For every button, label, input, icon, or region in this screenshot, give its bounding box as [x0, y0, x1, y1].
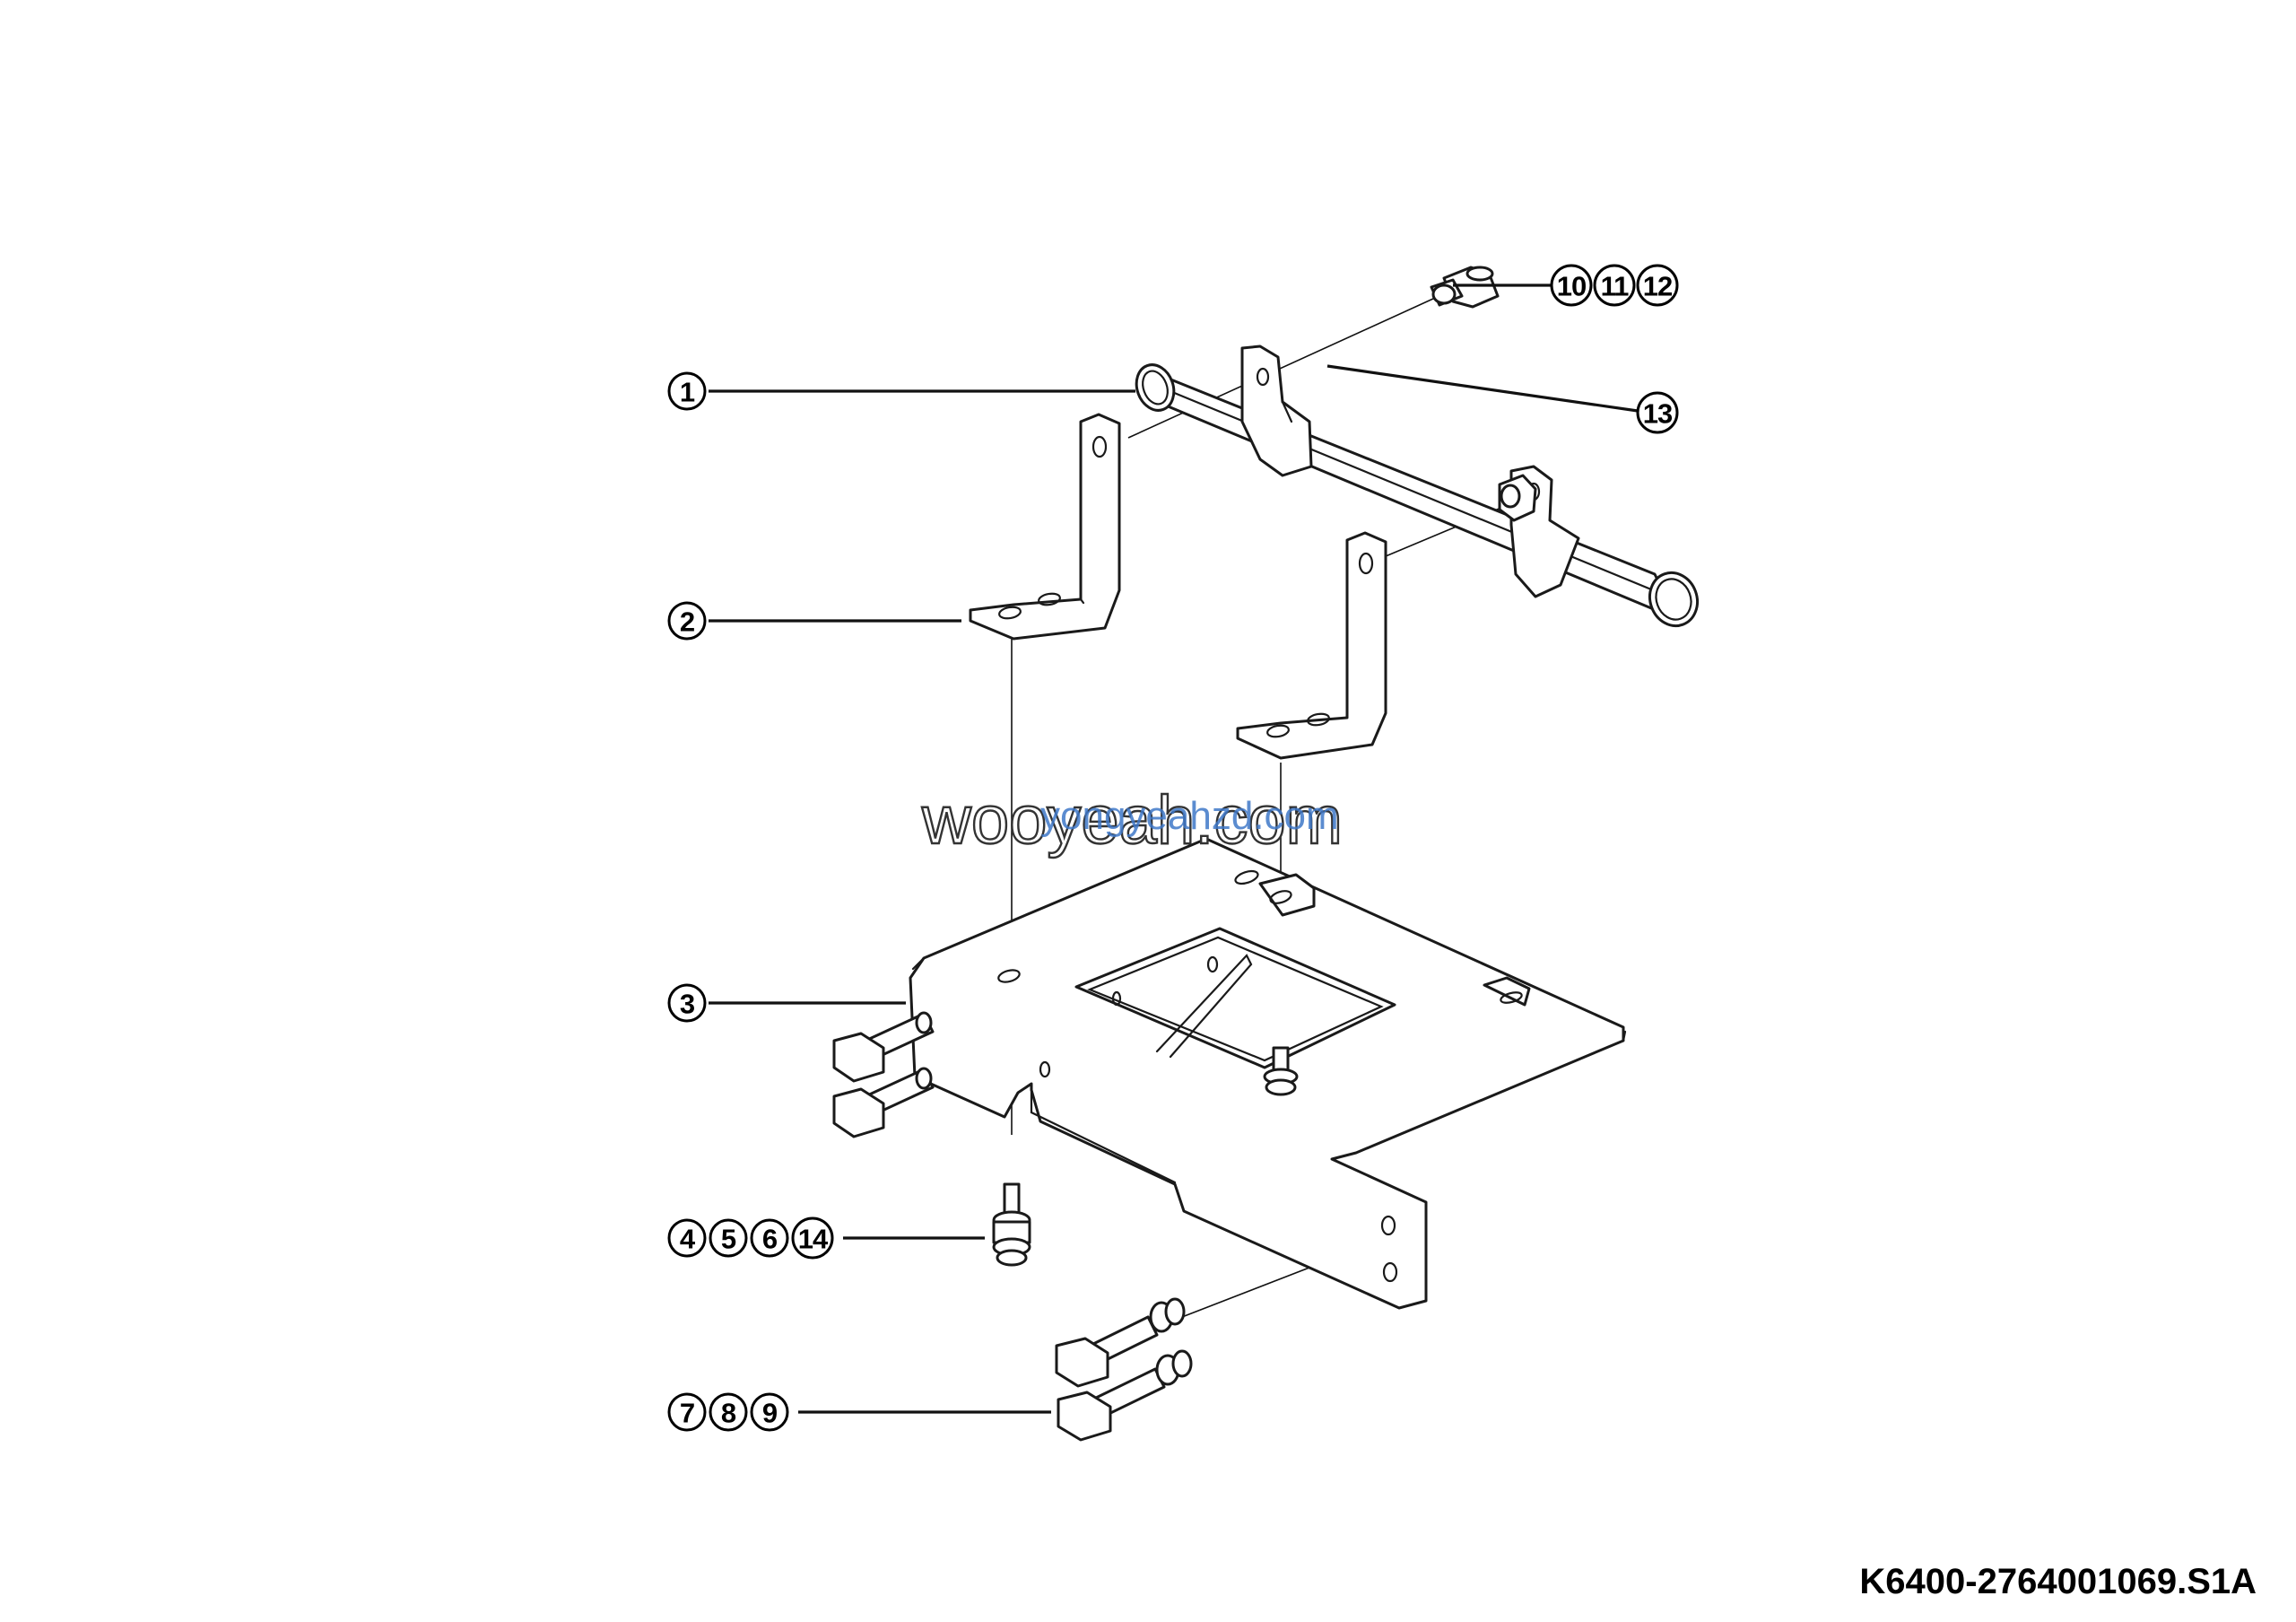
- bolt-side-upper: [1055, 1297, 1186, 1388]
- svg-text:yongyeahzd.com: yongyeahzd.com: [1040, 794, 1339, 838]
- pipe-clamp-left: [1240, 344, 1313, 477]
- callout-4: 4: [667, 1218, 707, 1258]
- bolt-washer-stack-lower: [992, 1182, 1031, 1267]
- callout-9: 9: [750, 1392, 789, 1432]
- callout-5: 5: [709, 1218, 748, 1258]
- svg-text:wooyeah.com: wooyeah.com: [921, 782, 1343, 859]
- svg-text:11: 11: [1601, 271, 1630, 302]
- svg-text:8: 8: [721, 1398, 736, 1429]
- svg-text:6: 6: [762, 1224, 778, 1255]
- drawing-code: K6400-2764001069.S1A: [1859, 1562, 2257, 1601]
- watermark: wooyeah.com yongyeahzd.com: [920, 781, 1344, 859]
- bolt-lower-left: [832, 1067, 935, 1138]
- callout-1: 1: [667, 371, 707, 411]
- svg-text:7: 7: [680, 1398, 694, 1429]
- l-bracket-left: [969, 413, 1121, 641]
- svg-text:4: 4: [680, 1224, 696, 1255]
- svg-text:10: 10: [1557, 271, 1586, 302]
- callout-10: 10: [1550, 264, 1593, 307]
- leader-lines: [709, 283, 1639, 1414]
- callout-12: 12: [1636, 264, 1679, 307]
- callout-13: 13: [1636, 391, 1679, 434]
- svg-text:12: 12: [1643, 271, 1672, 302]
- svg-text:14: 14: [798, 1224, 829, 1255]
- svg-text:2: 2: [680, 606, 694, 638]
- callout-7: 7: [667, 1392, 707, 1432]
- svg-text:9: 9: [762, 1398, 778, 1429]
- svg-text:3: 3: [680, 989, 695, 1020]
- bolt-upper-left: [832, 1011, 935, 1083]
- nut-on-clamp-right: [1498, 474, 1537, 522]
- callout-11: 11: [1593, 264, 1636, 307]
- l-bracket-right: [1236, 531, 1387, 760]
- nut-washer-stack-top: [1430, 266, 1500, 309]
- pipe: [1135, 363, 1699, 628]
- bolt-center: [1263, 1046, 1299, 1096]
- svg-text:13: 13: [1643, 398, 1673, 430]
- callout-3: 3: [667, 983, 707, 1023]
- callout-8: 8: [709, 1392, 748, 1432]
- svg-text:1: 1: [680, 377, 695, 408]
- callout-6: 6: [750, 1218, 789, 1258]
- svg-text:5: 5: [721, 1224, 736, 1255]
- callout-14: 14: [791, 1216, 834, 1260]
- callout-2: 2: [667, 601, 707, 641]
- bolt-side-lower: [1057, 1349, 1193, 1442]
